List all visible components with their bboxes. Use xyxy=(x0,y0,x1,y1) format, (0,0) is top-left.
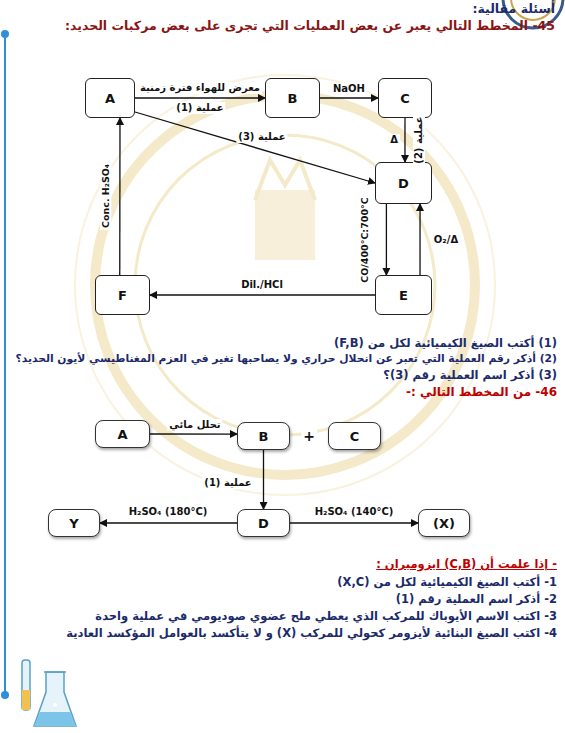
edge-label: تحلل مائي xyxy=(167,419,222,431)
question-text: 45- المخطط التالي يعبر عن بعض العمليات ا… xyxy=(65,18,555,34)
node-label: D xyxy=(258,516,269,531)
arrow-connector xyxy=(386,204,387,275)
process-box: F xyxy=(95,275,150,315)
arrow-connector xyxy=(404,118,405,162)
node-label: Y xyxy=(69,516,78,531)
edge-label: H₂SO₄ (180°C) xyxy=(127,506,210,518)
question-text: 46- من المخطط التالي :- xyxy=(406,385,557,400)
process-box: C xyxy=(328,422,381,450)
arrow-connector xyxy=(100,522,237,523)
side-rule xyxy=(1,30,9,699)
node-label: A xyxy=(105,91,115,106)
process-label: عملية (2) xyxy=(413,114,425,165)
arrow-connector xyxy=(150,433,237,434)
edge-label: NaOH xyxy=(331,83,367,95)
arrow-connector xyxy=(290,522,418,523)
question-text: 4- اكتب الصيغ البنائية لأيزومر كحولي للم… xyxy=(66,626,557,640)
section-heading: أسئلة مقالية: xyxy=(472,1,555,17)
arrow-connector xyxy=(320,97,378,98)
process-label: عملية (1) xyxy=(174,102,225,114)
node-label: E xyxy=(399,288,408,303)
arrow-connector xyxy=(263,450,264,509)
node-label: C xyxy=(350,429,360,444)
process-box: B xyxy=(237,422,290,450)
flask-illustration xyxy=(22,660,76,726)
question-text: 1- أكتب الصيغ الكيميائية لكل من (X,C) xyxy=(337,575,557,589)
edge-label: CO/400°C:700°C xyxy=(359,195,370,284)
node-label: A xyxy=(117,427,127,442)
arrow-connector xyxy=(119,118,121,275)
question-text: 2- أذكر اسم العملية رقم (1) xyxy=(396,592,557,606)
question-text: (2) أذكر رقم العملية التي تعبر عن انحلال… xyxy=(15,352,557,365)
watermark-emblem xyxy=(75,75,495,495)
node-label: (X) xyxy=(433,516,455,531)
process-box: A xyxy=(95,420,150,448)
process-box: E xyxy=(375,275,432,315)
edge-label: عملية (3) xyxy=(236,131,287,143)
node-label: C xyxy=(400,91,410,106)
question-text: (1) أكتب الصيغ الكيميائية لكل من (F,B) xyxy=(334,336,557,350)
process-box: A xyxy=(85,78,135,118)
question-text: - إذا علمت أن (C,B) ايزوميران : xyxy=(376,557,557,571)
process-label: + xyxy=(301,428,317,445)
process-box: D xyxy=(237,509,290,537)
process-box: D xyxy=(375,162,432,204)
arrow-connector xyxy=(150,294,375,295)
process-box: B xyxy=(265,78,320,118)
edge-label: Δ xyxy=(388,134,400,146)
edge-label: O₂/Δ xyxy=(432,234,460,246)
question-text: (3) أذكر اسم العملية رقم (3)؟ xyxy=(383,368,557,382)
node-label: B xyxy=(288,91,298,106)
edge-label: Dil./HCl xyxy=(239,279,285,291)
process-box: C xyxy=(378,78,432,118)
process-box: Y xyxy=(48,509,100,537)
edge-label: عملية (1) xyxy=(202,477,253,489)
arrow-connector xyxy=(135,112,375,183)
edge-label: Conc. H₂SO₄ xyxy=(100,162,111,230)
question-text: 3- اكتب الاسم الأيوباك للمركب الذي يعطي … xyxy=(95,609,557,623)
arrow-connector xyxy=(419,204,420,275)
node-label: F xyxy=(118,288,127,303)
process-box: (X) xyxy=(418,509,470,537)
arrow-connector xyxy=(135,97,265,98)
node-label: B xyxy=(259,429,269,444)
node-label: D xyxy=(398,176,409,191)
edge-label: H₂SO₄ (140°C) xyxy=(313,506,396,518)
edge-label: معرض للهواء فترة زمنية xyxy=(138,82,262,94)
